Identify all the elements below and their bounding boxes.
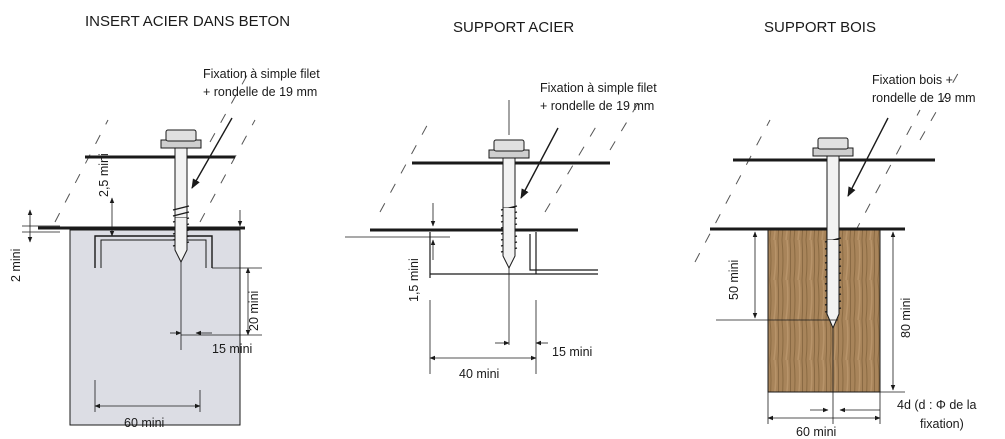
steel-callout-line2: + rondelle de 19 mm: [540, 99, 654, 113]
panel-steel: SUPPORT ACIER Fixation à simple filet + …: [345, 19, 657, 381]
panel-insert: INSERT ACIER DANS BETON Fixation à simpl…: [9, 13, 320, 430]
callout-arrow: [191, 117, 233, 189]
panel-wood: SUPPORT BOIS Fixation bois + rondelle de…: [694, 19, 977, 439]
dim-60-mini-wood: 60 mini: [796, 425, 836, 439]
insert-callout-line2: + rondelle de 19 mm: [203, 85, 317, 99]
panel-steel-title: SUPPORT ACIER: [453, 19, 574, 36]
wood-callout-line1: Fixation bois +: [872, 73, 953, 87]
dim-2-mini: 2 mini: [9, 249, 23, 282]
callout-arrow: [847, 117, 889, 197]
callout-arrow: [520, 127, 559, 199]
dim-60-mini: 60 mini: [124, 416, 164, 430]
break-lines: [54, 69, 256, 223]
dim-15-mini: 15 mini: [212, 342, 252, 356]
screw: [160, 129, 202, 264]
dim-1-5-mini: 1,5 mini: [407, 258, 421, 302]
insert-callout-line1: Fixation à simple filet: [203, 67, 320, 81]
steel-profile: [429, 232, 598, 278]
dim-40-mini: 40 mini: [459, 367, 499, 381]
dim-50-mini: 50 mini: [727, 260, 741, 300]
dim-4d-line1: 4d (d : Φ de la: [897, 398, 977, 412]
dim-4d-line2: fixation): [920, 417, 964, 431]
dim-2-5-mini: 2,5 mini: [97, 153, 111, 197]
steel-callout-line1: Fixation à simple filet: [540, 81, 657, 95]
wood-callout-line2: rondelle de 19 mm: [872, 91, 976, 105]
wood-block: [767, 229, 881, 393]
panel-wood-title: SUPPORT BOIS: [764, 19, 876, 36]
break-lines: [379, 99, 641, 213]
dim-80-mini: 80 mini: [899, 298, 913, 338]
dim-15-mini: 15 mini: [552, 345, 592, 359]
break-lines: [694, 69, 961, 263]
dim-20-mini: 20 mini: [247, 291, 261, 331]
panel-insert-title: INSERT ACIER DANS BETON: [85, 13, 290, 30]
steel-insert: [94, 235, 213, 268]
screw: [488, 100, 530, 270]
screw: [812, 137, 854, 330]
